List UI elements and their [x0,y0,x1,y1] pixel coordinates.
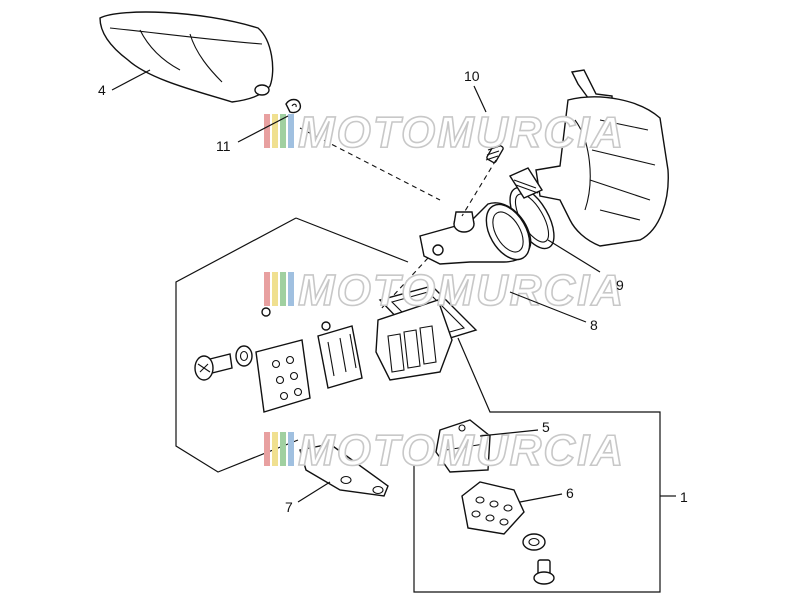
watermark-stripe [264,272,270,306]
callout-5: 5 [542,419,550,435]
part-10-fitting [485,142,504,164]
watermark-stripe [264,114,270,148]
watermark-text: MOTOMURCIA [298,108,625,157]
watermark-top: MOTOMURCIA [264,107,625,158]
watermark-stripe [288,432,294,466]
part-9-clamp [508,167,555,250]
part-4-cover [99,11,274,103]
part-6-stopper-plate [461,481,525,535]
callout-labels: 4 11 10 9 8 5 6 1 7 [98,68,688,515]
watermark-stripe [280,432,286,466]
part-7-bracket [299,443,389,497]
callout-4: 4 [98,82,106,98]
watermark-stripe [288,272,294,306]
watermark-stripe [280,272,286,306]
reed-petals [317,321,363,389]
callout-9: 9 [616,277,624,293]
reed-valve-group-frame [175,217,676,593]
reed-block [375,299,453,381]
lower-washer-and-screw [522,533,555,585]
carburetor [535,69,669,247]
watermark-stripe [272,272,278,306]
callout-6: 6 [566,485,574,501]
part-5-reed-plate [435,419,491,473]
callout-11: 11 [216,138,231,154]
callout-7: 7 [285,499,293,515]
watermark-stripe [288,114,294,148]
watermark-stripe [264,432,270,466]
watermark-middle: MOTOMURCIA [264,265,625,316]
watermark-text: MOTOMURCIA [298,266,625,315]
callout-leaders [111,69,601,503]
watermark-stripe [272,114,278,148]
callout-8: 8 [590,317,598,333]
callout-1: 1 [680,489,688,505]
watermark-bottom: MOTOMURCIA [264,425,625,476]
part-8-manifold [419,202,532,265]
watermark-text: MOTOMURCIA [298,426,625,475]
part-11-clip [285,98,302,114]
screw-and-washer [194,345,253,381]
watermark-stripe [280,114,286,148]
callout-10: 10 [464,68,480,84]
watermark-stripe [272,432,278,466]
reed-stopper-plate [255,307,311,413]
